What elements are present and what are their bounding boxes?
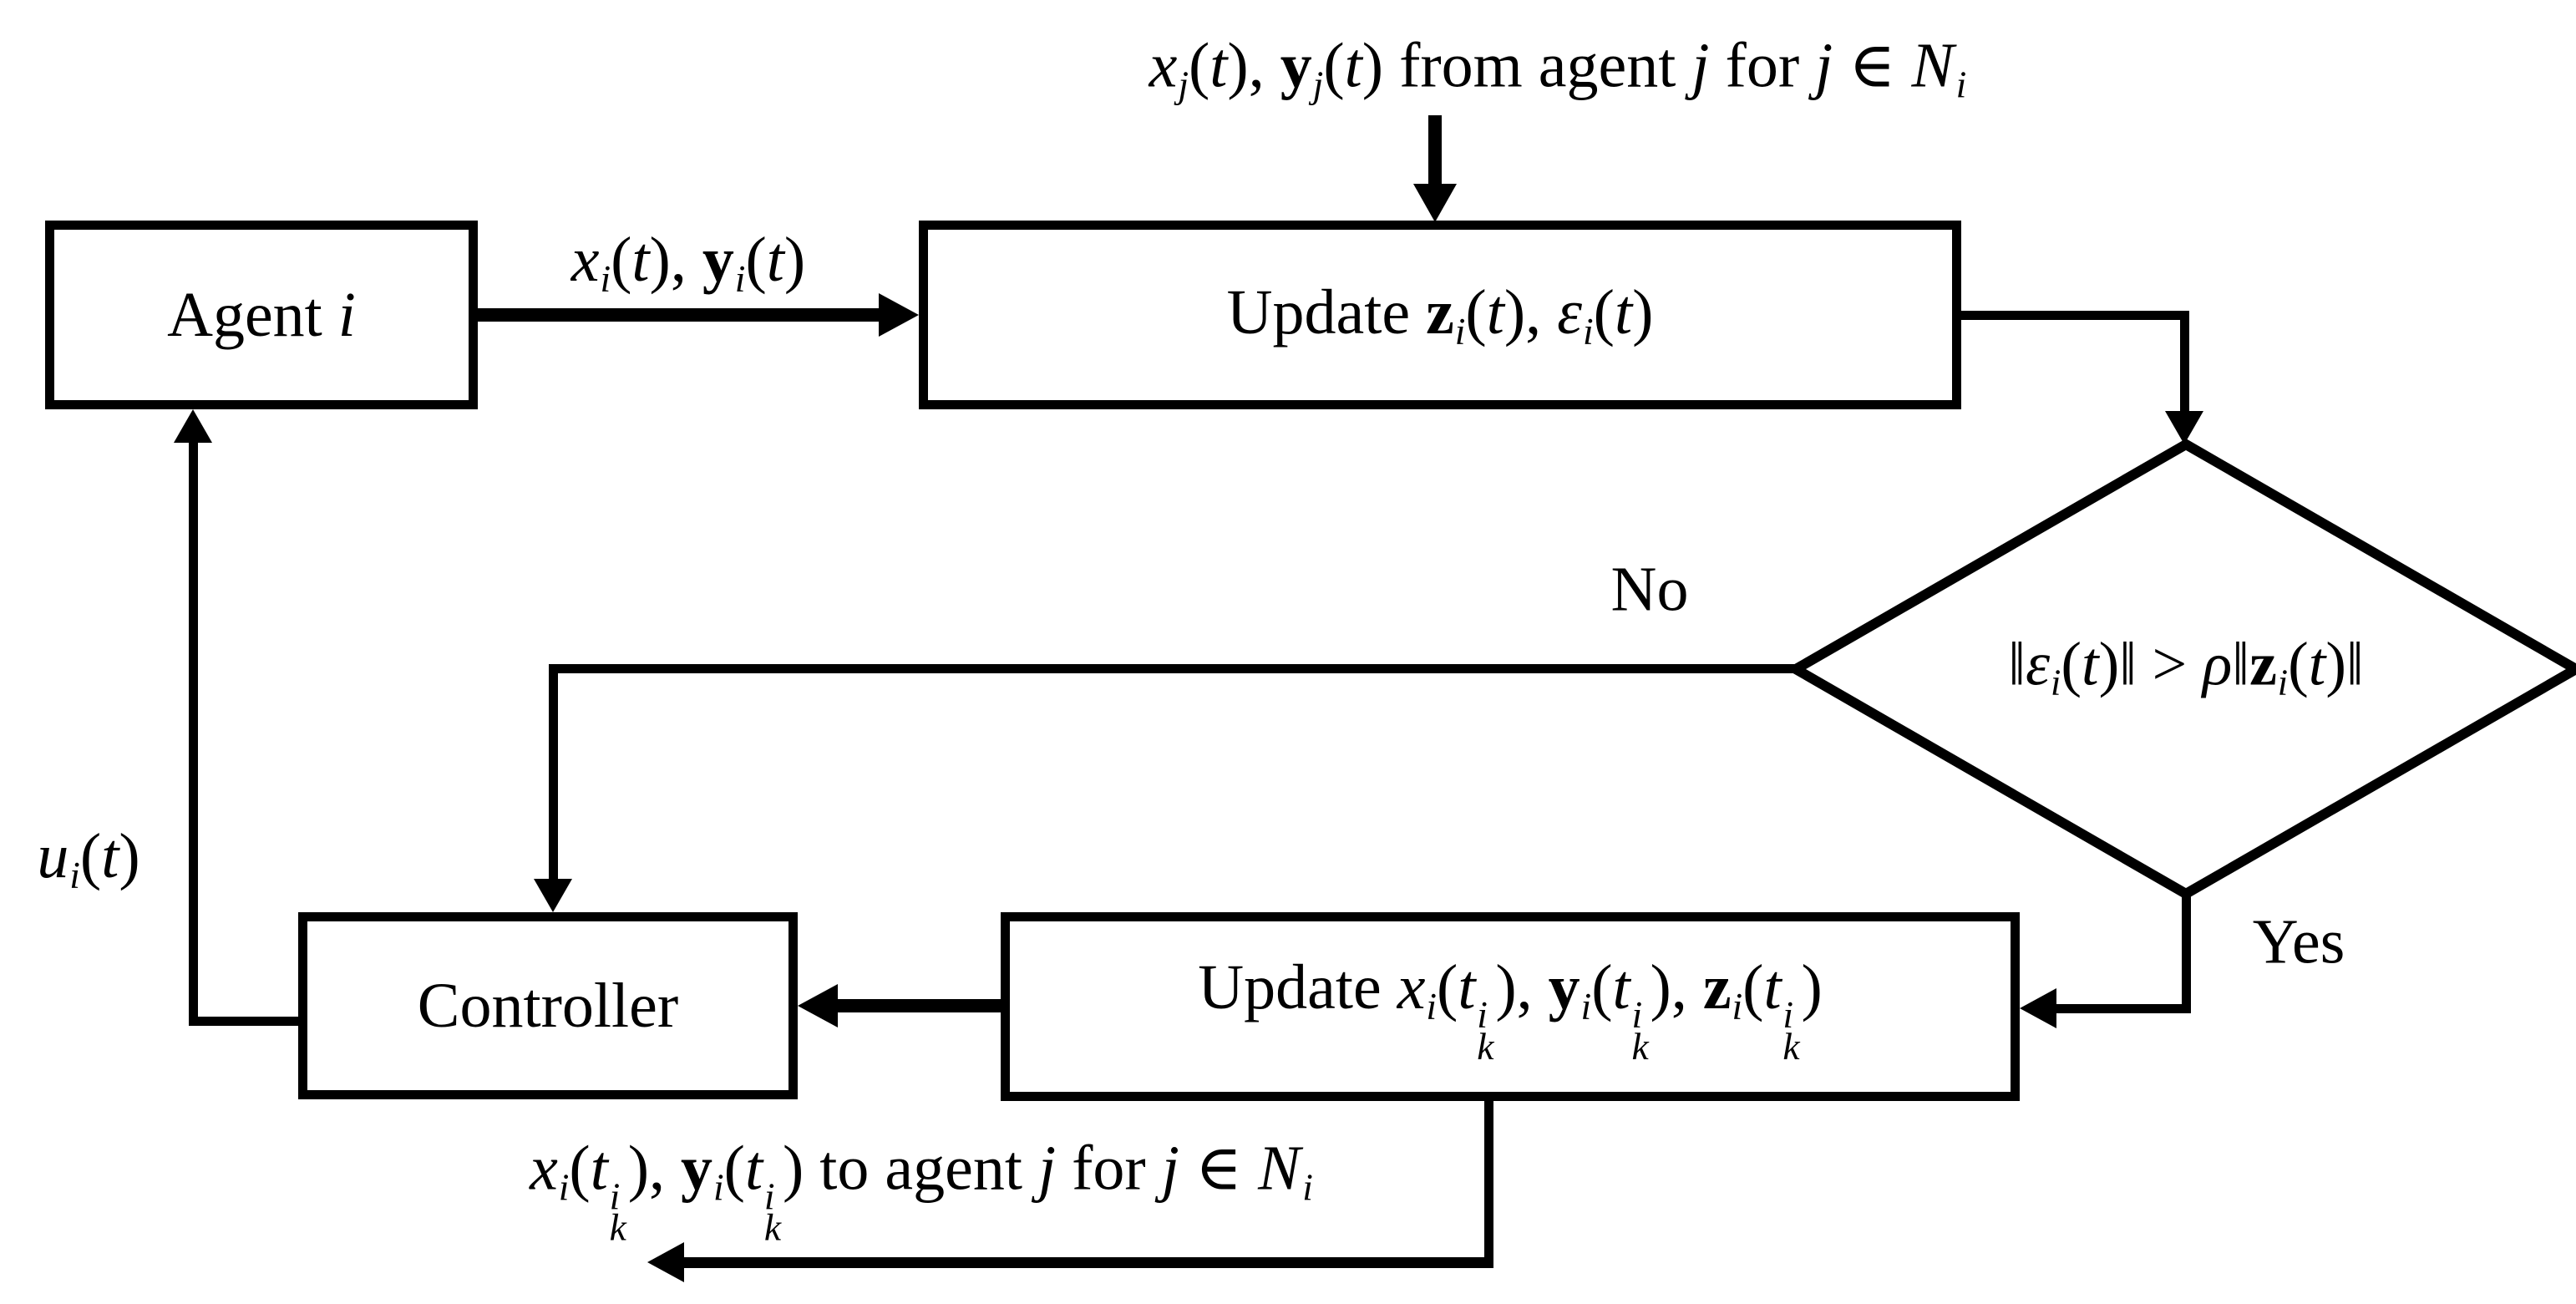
edge-segment (836, 999, 1001, 1012)
edge-segment (2053, 1004, 2187, 1013)
arrowhead-left-icon (647, 1242, 684, 1282)
arrowhead-down-icon (2165, 411, 2203, 444)
decision-diamond-shape (1789, 439, 2576, 900)
no-branch-label: No (1610, 554, 1689, 625)
decision-condition-label: ‖εi(t)‖ > ρ‖zi(t)‖ (2008, 630, 2364, 703)
arrowhead-down-icon (1413, 184, 1457, 222)
agent-state-label: xi(t), yi(t) (570, 225, 806, 300)
controller-node: Controller (298, 912, 798, 1099)
agent-node: Agent i (45, 221, 478, 409)
edge-segment (2182, 891, 2191, 1013)
edge-segment (1428, 115, 1442, 185)
edge-segment (189, 441, 198, 1026)
arrowhead-down-icon (534, 879, 572, 912)
controller-node-label: Controller (417, 970, 679, 1041)
agent-node-label: Agent i (167, 279, 356, 350)
yes-branch-label: Yes (2252, 906, 2345, 977)
edge-segment (1960, 311, 2189, 320)
arrowhead-up-icon (174, 409, 212, 443)
neighbor-input-label: xj(t), yj(t) from agent j for j ∈ Ni (1149, 30, 1967, 106)
edge-segment (2180, 311, 2189, 414)
edge-segment (193, 1017, 298, 1026)
control-input-label: ui(t) (37, 821, 140, 896)
update-estimates-label: Update zi(t), εi(t) (1226, 277, 1654, 353)
decision-diamond (1789, 439, 2576, 900)
arrowhead-right-icon (879, 293, 919, 337)
edge-segment (683, 1257, 1493, 1268)
arrowhead-left-icon (2020, 988, 2056, 1028)
edge-segment (478, 308, 880, 322)
arrowhead-left-icon (798, 984, 838, 1027)
edge-segment (549, 664, 1798, 673)
edge-segment (549, 664, 558, 879)
update-estimates-node: Update zi(t), εi(t) (919, 221, 1961, 409)
edge-segment (1484, 1099, 1493, 1268)
